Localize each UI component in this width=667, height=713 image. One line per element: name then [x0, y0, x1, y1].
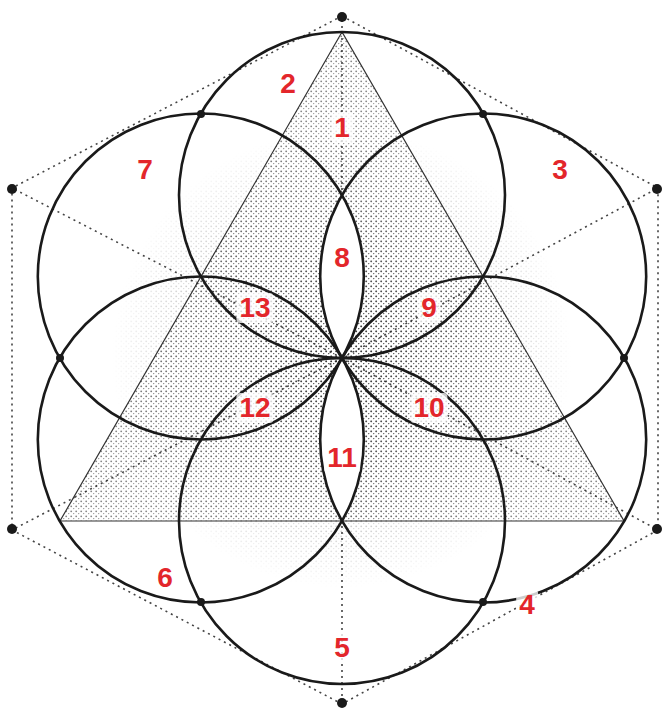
callout-number: 4 [516, 590, 538, 620]
callout-number: 1 [331, 113, 353, 143]
intersection-dots [56, 110, 628, 606]
callout-number: 8 [331, 243, 353, 273]
callout-number: 3 [549, 155, 571, 185]
callout-number: 11 [324, 443, 360, 473]
callout-number: 9 [418, 293, 440, 323]
callout-number: 7 [134, 155, 156, 185]
dotted-hexagon [12, 16, 658, 704]
callout-number: 10 [410, 393, 447, 423]
circles [38, 32, 646, 684]
callout-number: 2 [277, 69, 299, 99]
callout-number: 6 [154, 563, 176, 593]
hexagon-dots [7, 12, 662, 708]
callout-number: 13 [236, 293, 273, 323]
callout-number: 12 [236, 393, 273, 423]
callout-number: 5 [331, 633, 353, 663]
